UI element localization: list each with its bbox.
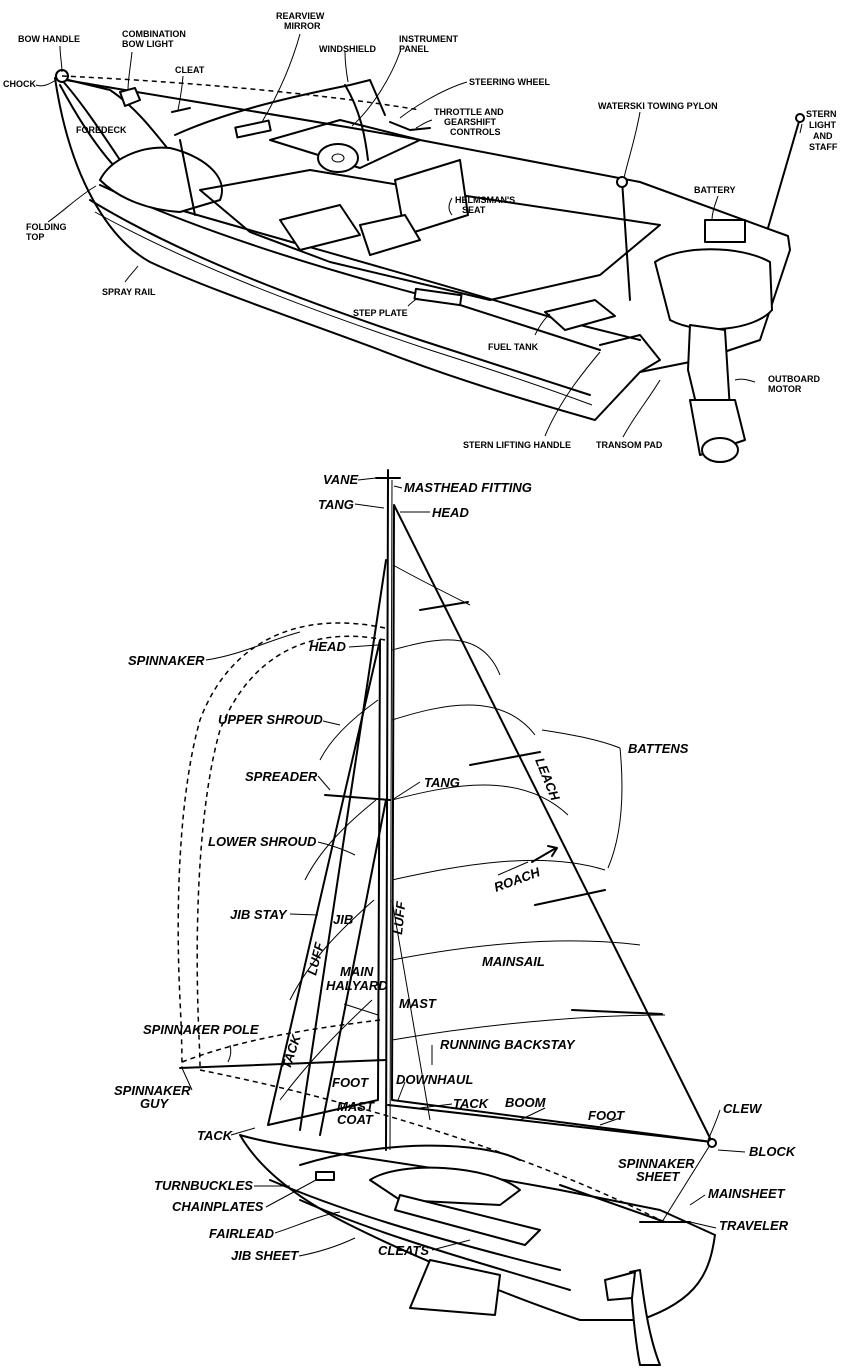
label-spinnaker: SPINNAKER [128, 653, 205, 668]
label-block: BLOCK [749, 1144, 797, 1159]
label-battery: BATTERY [694, 185, 736, 195]
label-head-jib: HEAD [309, 639, 346, 654]
label-instrument-panel-line2: PANEL [399, 44, 429, 54]
label-mast-coat-line2: COAT [337, 1112, 374, 1127]
label-battens: BATTENS [628, 741, 689, 756]
label-throttle-line3: CONTROLS [450, 127, 501, 137]
label-cleats: CLEATS [378, 1243, 429, 1258]
label-throttle-line1: THROTTLE AND [434, 107, 504, 117]
label-stern-light-line2: LIGHT [809, 120, 836, 130]
label-helmsmans-seat-line1: HELMSMAN'S [455, 195, 515, 205]
label-mast: MAST [399, 996, 437, 1011]
label-stern-light-line3: AND [813, 131, 833, 141]
label-outboard-motor-line1: OUTBOARD [768, 374, 820, 384]
label-main-halyard-line1: MAIN [340, 964, 374, 979]
label-combination-bow-light-line2: BOW LIGHT [122, 39, 174, 49]
label-traveler: TRAVELER [719, 1218, 789, 1233]
label-waterski-towing-pylon: WATERSKI TOWING PYLON [598, 101, 718, 111]
label-luff-main: LUFF [390, 900, 409, 936]
label-outboard-motor-line2: MOTOR [768, 384, 802, 394]
label-spinnaker-guy-line1: SPINNAKER [114, 1083, 191, 1098]
label-fairlead: FAIRLEAD [209, 1226, 275, 1241]
label-spinnaker-sheet-line1: SPINNAKER [618, 1156, 695, 1171]
label-throttle-line2: GEARSHIFT [444, 117, 497, 127]
label-upper-shroud: UPPER SHROUD [218, 712, 323, 727]
label-clew: CLEW [723, 1101, 763, 1116]
label-chainplates: CHAINPLATES [172, 1199, 264, 1214]
label-step-plate: STEP PLATE [353, 308, 408, 318]
label-running-backstay: RUNNING BACKSTAY [440, 1037, 576, 1052]
label-stern-light-line4: STAFF [809, 142, 838, 152]
label-tang-mid: TANG [424, 775, 460, 790]
label-vane: VANE [323, 472, 358, 487]
label-masthead-fitting: MASTHEAD FITTING [404, 480, 532, 495]
label-main-halyard-line2: HALYARD [326, 978, 388, 993]
label-downhaul: DOWNHAUL [396, 1072, 473, 1087]
label-folding-top-line2: TOP [26, 232, 44, 242]
sailboat-labels: VANE MASTHEAD FITTING TANG HEAD SPINNAKE… [114, 472, 797, 1263]
label-mast-coat-line1: MAST [337, 1099, 375, 1114]
motorboat-labels: BOW HANDLE COMBINATION BOW LIGHT REARVIE… [3, 11, 838, 450]
label-helmsmans-seat-line2: SEAT [462, 205, 486, 215]
label-spray-rail: SPRAY RAIL [102, 287, 156, 297]
label-folding-top-line1: FOLDING [26, 222, 67, 232]
label-transom-pad: TRANSOM PAD [596, 440, 663, 450]
label-tang-top: TANG [318, 497, 354, 512]
label-lower-shroud: LOWER SHROUD [208, 834, 317, 849]
label-turnbuckles: TURNBUCKLES [154, 1178, 253, 1193]
label-rearview-mirror-line1: REARVIEW [276, 11, 325, 21]
label-jib: JIB [333, 912, 353, 927]
roach-arrow [531, 845, 558, 863]
label-bow-handle: BOW HANDLE [18, 34, 80, 44]
label-boom: BOOM [505, 1095, 547, 1110]
label-jib-sheet: JIB SHEET [231, 1248, 299, 1263]
label-windshield: WINDSHIELD [319, 44, 376, 54]
label-foredeck: FOREDECK [76, 125, 127, 135]
label-spinnaker-sheet-line2: SHEET [636, 1169, 680, 1184]
label-instrument-panel-line1: INSTRUMENT [399, 34, 458, 44]
label-tack-mainsail: TACK [453, 1096, 490, 1111]
label-spreader: SPREADER [245, 769, 318, 784]
motorboat-leader-lines [35, 33, 803, 438]
label-spinnaker-pole: SPINNAKER POLE [143, 1022, 259, 1037]
motorboat-illustration [54, 69, 805, 463]
label-chock: CHOCK [3, 79, 36, 89]
label-cleat: CLEAT [175, 65, 205, 75]
label-tack-left: TACK [197, 1128, 234, 1143]
label-rearview-mirror-line2: MIRROR [284, 21, 321, 31]
label-combination-bow-light-line1: COMBINATION [122, 29, 186, 39]
label-head-mainsail: HEAD [432, 505, 469, 520]
label-foot-jib: FOOT [332, 1075, 369, 1090]
label-fuel-tank: FUEL TANK [488, 342, 539, 352]
label-mainsheet: MAINSHEET [708, 1186, 786, 1201]
label-stern-light-line1: STERN [806, 109, 837, 119]
label-jib-stay: JIB STAY [230, 907, 288, 922]
label-foot-mainsail: FOOT [588, 1108, 625, 1123]
label-steering-wheel: STEERING WHEEL [469, 77, 551, 87]
label-stern-lifting-handle: STERN LIFTING HANDLE [463, 440, 571, 450]
sailboat-leader-lines [181, 477, 746, 1257]
label-mainsail: MAINSAIL [482, 954, 545, 969]
label-spinnaker-guy-line2: GUY [140, 1096, 170, 1111]
sailboat-illustration [177, 469, 717, 1366]
